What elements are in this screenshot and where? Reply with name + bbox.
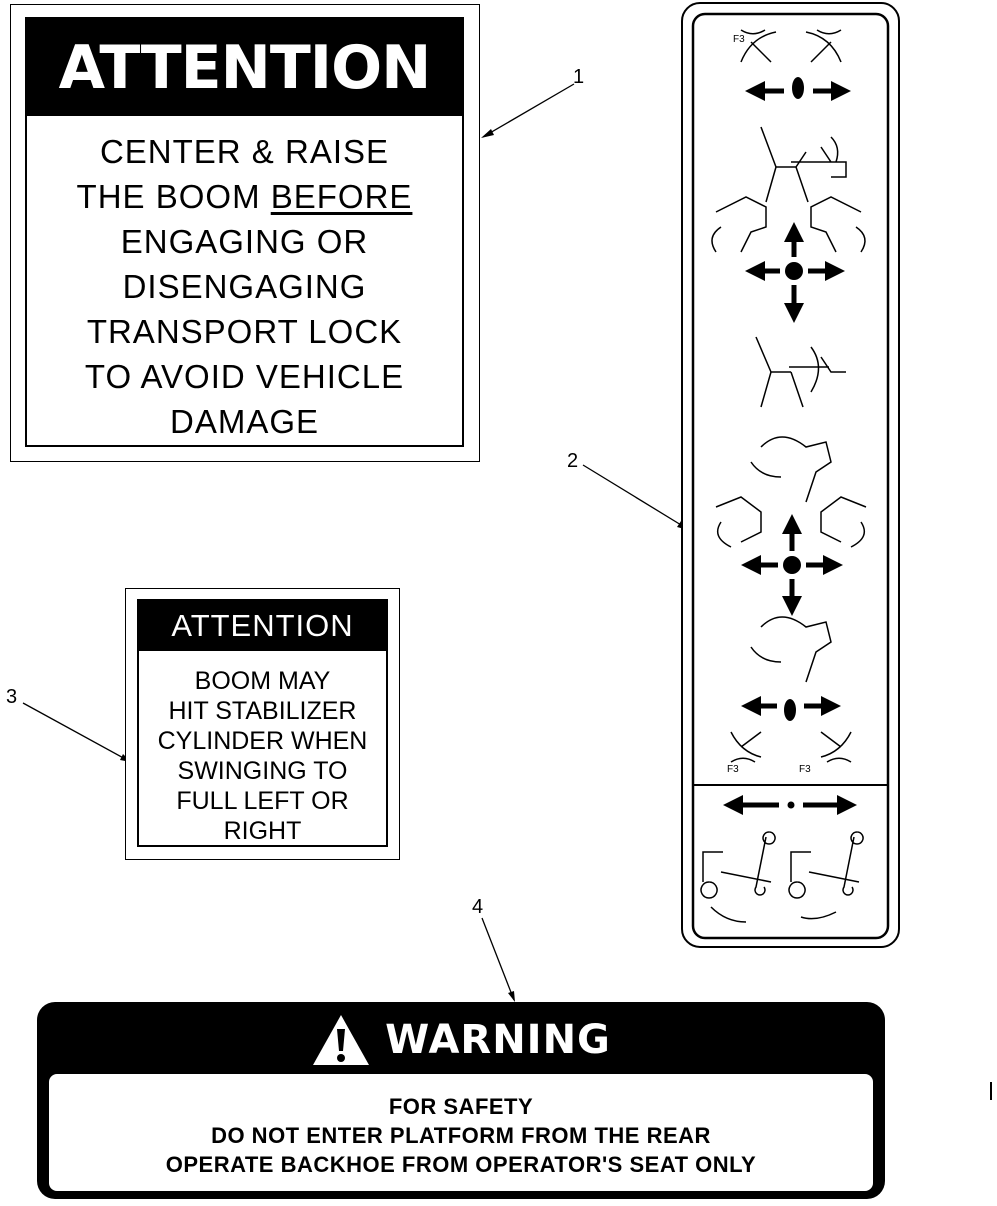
- lever-knob-icon: [792, 77, 804, 99]
- decal-outer-border: [681, 2, 900, 948]
- decal-inner-border: [691, 12, 890, 940]
- decal-line: DISENGAGING: [122, 268, 367, 305]
- decal-line: HIT STABILIZER: [168, 697, 357, 725]
- emphasis-word: BEFORE: [270, 178, 413, 215]
- leader-line-1: [482, 83, 575, 138]
- scan-mark: [990, 1082, 992, 1100]
- backhoe-swing-pictograph: [755, 336, 846, 408]
- warning-title: WARNING: [385, 1017, 611, 1063]
- decal-line: TRANSPORT LOCK: [86, 313, 403, 350]
- decal-body: BOOM MAY HIT STABILIZER CYLINDER WHEN SW…: [139, 666, 386, 846]
- decal-line: FULL LEFT OR: [176, 787, 349, 815]
- decal-line: OPERATE BACKHOE FROM OPERATOR'S SEAT ONL…: [165, 1152, 757, 1177]
- decal-line: FOR SAFETY: [388, 1094, 534, 1119]
- stabilizer-lever-pictograph: F3: [733, 29, 842, 63]
- callout-number-1: 1: [573, 66, 585, 88]
- attention-decal-transport-lock: ATTENTION CENTER & RAISE THE BOOM BEFORE…: [10, 4, 480, 462]
- decal-header: ATTENTION: [139, 601, 386, 651]
- svg-text:F3: F3: [733, 34, 745, 45]
- decal-inner-border: ATTENTION BOOM MAY HIT STABILIZER CYLIND…: [137, 599, 388, 847]
- leader-line-4: [481, 917, 515, 1001]
- decal-line: CENTER & RAISE: [99, 133, 390, 170]
- decal-inner-border: ATTENTION CENTER & RAISE THE BOOM BEFORE…: [25, 17, 464, 447]
- callout-number-3: 3: [6, 686, 18, 708]
- decal-line: RIGHT: [223, 817, 302, 845]
- transport-lock-pictograph: [700, 831, 864, 923]
- svg-text:F3: F3: [799, 764, 811, 775]
- decal-line: SWINGING TO: [177, 757, 348, 785]
- decal-header: ATTENTION: [27, 19, 462, 116]
- callout-number-4: 4: [472, 896, 484, 918]
- decal-body: FOR SAFETY DO NOT ENTER PLATFORM FROM TH…: [49, 1074, 873, 1191]
- lever-knob-icon: [784, 699, 796, 721]
- backhoe-swing-pictograph: [760, 126, 847, 203]
- leader-arrowhead-4: [508, 991, 515, 1002]
- bucket-pictograph: [715, 436, 867, 683]
- warning-triangle-icon: [313, 1015, 370, 1065]
- stabilizer-lever-pictograph: F3 F3: [727, 731, 852, 775]
- joystick-center-icon: [785, 262, 803, 280]
- lever-center-dot-icon: [787, 801, 795, 809]
- decal-line: TO AVOID VEHICLE: [84, 358, 405, 395]
- decal-body: CENTER & RAISE THE BOOM BEFORE ENGAGING …: [27, 129, 462, 444]
- boom-pictograph: [711, 196, 866, 253]
- leader-line-3: [22, 702, 130, 762]
- decal-line: ENGAGING OR: [120, 223, 369, 260]
- decal-line: BOOM MAY: [194, 667, 331, 695]
- control-pattern-decal: F3 F3 F3: [681, 2, 900, 948]
- leader-arrowhead-1: [481, 129, 494, 138]
- svg-text:F3: F3: [727, 764, 739, 775]
- decal-line-part: THE BOOM: [76, 178, 261, 215]
- joystick-center-icon: [783, 556, 801, 574]
- callout-number-2: 2: [567, 450, 579, 472]
- decal-header: WARNING: [37, 1008, 885, 1072]
- decal-line: DO NOT ENTER PLATFORM FROM THE REAR: [211, 1123, 711, 1148]
- attention-decal-stabilizer: ATTENTION BOOM MAY HIT STABILIZER CYLIND…: [125, 588, 400, 860]
- decal-line: THE BOOM BEFORE: [27, 174, 462, 219]
- leader-line-2: [582, 464, 687, 529]
- decal-line: CYLINDER WHEN: [157, 727, 368, 755]
- warning-decal-safety: WARNING FOR SAFETY DO NOT ENTER PLATFORM…: [37, 1002, 885, 1199]
- decal-line: DAMAGE: [169, 403, 320, 440]
